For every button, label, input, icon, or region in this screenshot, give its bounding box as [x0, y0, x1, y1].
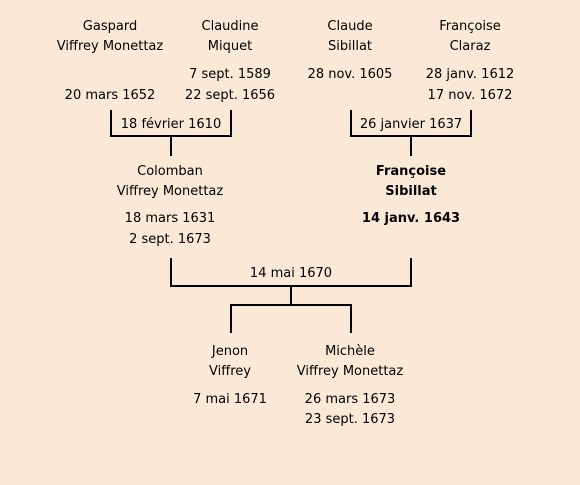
person-francoise-sibillat-first-name: Françoise	[375, 164, 447, 179]
person-francoise-claraz-death: 17 nov. 1672	[427, 88, 513, 103]
person-colomban-birth: 18 mars 1631	[124, 211, 216, 226]
person-claudine-death: 22 sept. 1656	[184, 88, 276, 103]
person-claudine-last-name: Miquet	[207, 39, 253, 54]
person-claude-birth: 28 nov. 1605	[307, 67, 393, 82]
person-jenon-last-name: Viffrey	[209, 364, 251, 379]
person-jenon-birth: 7 mai 1671	[193, 392, 267, 407]
person-michele-last-name: Viffrey Monettaz	[296, 364, 404, 379]
person-michele-death: 23 sept. 1673	[304, 412, 396, 427]
person-gaspard-first-name: Gaspard	[82, 19, 138, 34]
person-francoise-claraz-last-name: Claraz	[449, 39, 491, 54]
children-branch-line	[230, 304, 352, 333]
person-claudine-first-name: Claudine	[201, 19, 259, 34]
marriage-date-colomban-francoise: 14 mai 1670	[249, 266, 333, 281]
person-colomban-death: 2 sept. 1673	[129, 232, 211, 247]
person-michele-first-name: Michèle	[325, 344, 375, 359]
person-francoise-claraz-birth: 28 janv. 1612	[425, 67, 515, 82]
marriage-date-gaspard-claudine: 18 février 1610	[120, 117, 222, 132]
person-colomban-first-name: Colomban	[137, 164, 203, 179]
person-colomban-last-name: Viffrey Monettaz	[116, 184, 224, 199]
person-gaspard-last-name: Viffrey Monettaz	[56, 39, 164, 54]
person-francoise-sibillat-last-name: Sibillat	[385, 184, 437, 199]
person-claude-last-name: Sibillat	[327, 39, 373, 54]
person-michele-birth: 26 mars 1673	[304, 392, 396, 407]
person-francoise-sibillat-birth: 14 janv. 1643	[361, 211, 461, 226]
person-gaspard-death: 20 mars 1652	[64, 88, 156, 103]
person-francoise-claraz-first-name: Françoise	[439, 19, 501, 34]
person-claude-first-name: Claude	[327, 19, 373, 34]
person-claudine-birth: 7 sept. 1589	[189, 67, 271, 82]
person-jenon-first-name: Jenon	[211, 344, 249, 359]
marriage-date-claude-francoise: 26 janvier 1637	[359, 117, 463, 132]
